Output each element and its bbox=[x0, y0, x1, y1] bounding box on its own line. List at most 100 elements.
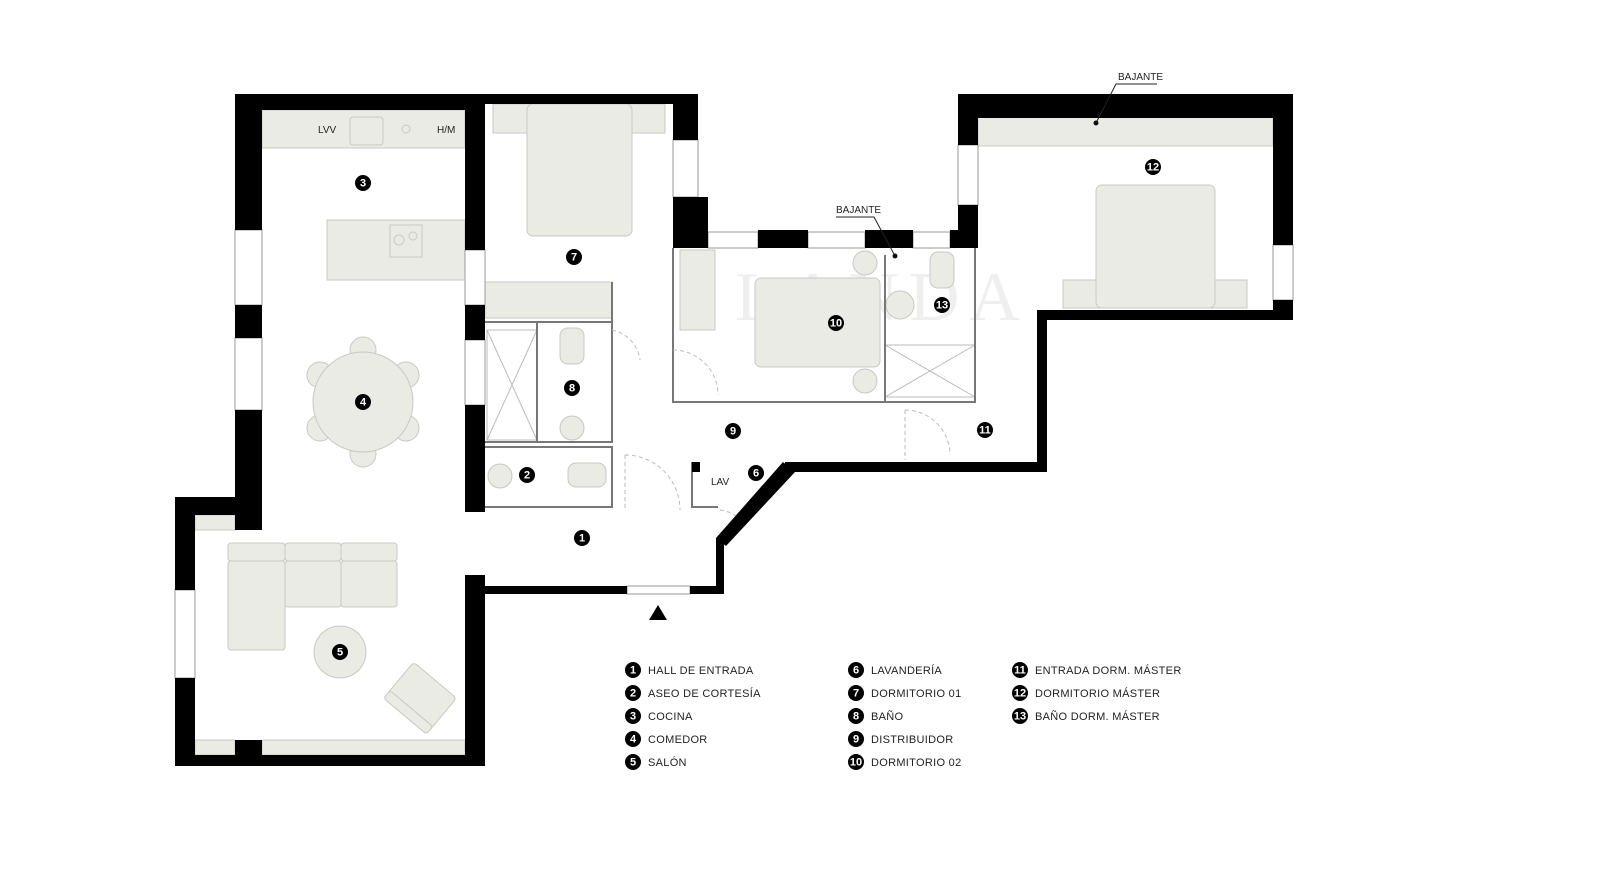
legend-number: 13 bbox=[1014, 711, 1026, 723]
room-marker-11: 11 bbox=[977, 422, 993, 438]
marker-number: 3 bbox=[360, 178, 366, 190]
legend-number: 11 bbox=[1014, 665, 1026, 677]
windows bbox=[174, 139, 1294, 679]
room-marker-3: 3 bbox=[355, 175, 371, 191]
entrance-arrow-icon bbox=[649, 605, 667, 620]
legend-number: 4 bbox=[630, 734, 637, 746]
legend-marker bbox=[848, 731, 864, 747]
legend-marker bbox=[848, 754, 864, 770]
room-marker-7: 7 bbox=[566, 249, 582, 265]
legend-label: ASEO DE CORTESÍA bbox=[648, 687, 761, 700]
entrance-door bbox=[626, 585, 691, 595]
toilet bbox=[559, 327, 585, 365]
marker-circle bbox=[977, 422, 993, 438]
legend-item: 5 SALÓN bbox=[625, 754, 687, 770]
legend-marker bbox=[848, 708, 864, 724]
legend-label: DISTRIBUIDOR bbox=[871, 734, 953, 746]
room-marker-5: 5 bbox=[332, 644, 348, 660]
downpipe-icon bbox=[892, 253, 898, 259]
marker-circle bbox=[332, 644, 348, 660]
marker-number: 6 bbox=[753, 468, 759, 480]
legend-item: 11 ENTRADA DORM. MÁSTER bbox=[1012, 662, 1182, 678]
legend-marker bbox=[625, 685, 641, 701]
room-marker-4: 4 bbox=[355, 394, 371, 410]
legend-marker bbox=[848, 662, 864, 678]
legend-label: LAVANDERÍA bbox=[871, 664, 942, 677]
marker-number: 8 bbox=[569, 383, 575, 395]
marker-number: 12 bbox=[1147, 162, 1159, 174]
room-marker-6: 6 bbox=[748, 465, 764, 481]
legend-item: 2 ASEO DE CORTESÍA bbox=[625, 685, 761, 701]
legend-item: 1 HALL DE ENTRADA bbox=[625, 662, 754, 678]
legend-item: 6 LAVANDERÍA bbox=[848, 662, 942, 678]
furniture bbox=[194, 103, 1274, 756]
marker-number: 1 bbox=[579, 533, 585, 545]
legend-marker bbox=[1012, 662, 1028, 678]
room-marker-9: 9 bbox=[725, 423, 741, 439]
washbasin bbox=[885, 290, 915, 320]
marker-number: 13 bbox=[936, 300, 948, 312]
toilet bbox=[929, 251, 955, 289]
marker-number: 5 bbox=[337, 647, 343, 659]
legend-number: 1 bbox=[630, 665, 636, 677]
washbasin bbox=[559, 415, 585, 441]
legend-marker bbox=[848, 685, 864, 701]
fridge-label: H/M bbox=[437, 125, 455, 136]
marker-circle bbox=[355, 175, 371, 191]
marker-number: 11 bbox=[979, 425, 991, 437]
legend-marker bbox=[625, 731, 641, 747]
legend-number: 6 bbox=[853, 665, 859, 677]
legend-label: HALL DE ENTRADA bbox=[648, 665, 754, 677]
room-marker-8: 8 bbox=[564, 380, 580, 396]
legend-label: SALÓN bbox=[648, 756, 687, 769]
marker-number: 7 bbox=[571, 252, 577, 264]
legend-number: 9 bbox=[853, 734, 859, 746]
svg-text:BAJANTE: BAJANTE bbox=[836, 205, 881, 216]
legend-marker bbox=[1012, 685, 1028, 701]
room-marker-1: 1 bbox=[574, 530, 590, 546]
wardrobe bbox=[484, 281, 613, 319]
wardrobe bbox=[679, 249, 716, 331]
legend-label: ENTRADA DORM. MÁSTER bbox=[1035, 664, 1182, 677]
sofa bbox=[227, 542, 398, 651]
bed-dormitorio-02 bbox=[754, 277, 881, 368]
room-marker-10: 10 bbox=[828, 315, 844, 331]
legend-label: DORMITORIO MÁSTER bbox=[1035, 687, 1160, 700]
exterior-walls bbox=[175, 94, 1293, 766]
marker-circle bbox=[748, 465, 764, 481]
interior-partitions bbox=[485, 248, 976, 508]
legend-number: 5 bbox=[630, 757, 636, 769]
marker-circle bbox=[934, 297, 950, 313]
legend-number: 10 bbox=[850, 757, 862, 769]
legend-label: COMEDOR bbox=[648, 734, 708, 746]
marker-circle bbox=[828, 315, 844, 331]
svg-text:BAJANTE: BAJANTE bbox=[1118, 72, 1163, 83]
marker-circle bbox=[1145, 159, 1161, 175]
marker-number: 10 bbox=[830, 318, 842, 330]
downpipe-annotation: BAJANTE bbox=[1093, 72, 1163, 126]
legend-marker bbox=[625, 708, 641, 724]
door-swings bbox=[611, 329, 951, 526]
marker-number: 2 bbox=[524, 470, 530, 482]
marker-circle bbox=[564, 380, 580, 396]
legend-item: 4 COMEDOR bbox=[625, 731, 708, 747]
laundry-label: LAV bbox=[711, 477, 729, 488]
downpipe-icon bbox=[1093, 120, 1099, 126]
downpipe-annotation: BAJANTE bbox=[836, 205, 898, 259]
toilet bbox=[567, 462, 607, 488]
marker-number: 9 bbox=[730, 426, 736, 438]
marker-circle bbox=[355, 394, 371, 410]
room-marker-13: 13 bbox=[934, 297, 950, 313]
legend-number: 2 bbox=[630, 688, 636, 700]
marker-circle bbox=[519, 467, 535, 483]
legend-number: 7 bbox=[853, 688, 859, 700]
legend-number: 8 bbox=[853, 711, 859, 723]
marker-circle bbox=[574, 530, 590, 546]
armchair bbox=[384, 663, 456, 734]
